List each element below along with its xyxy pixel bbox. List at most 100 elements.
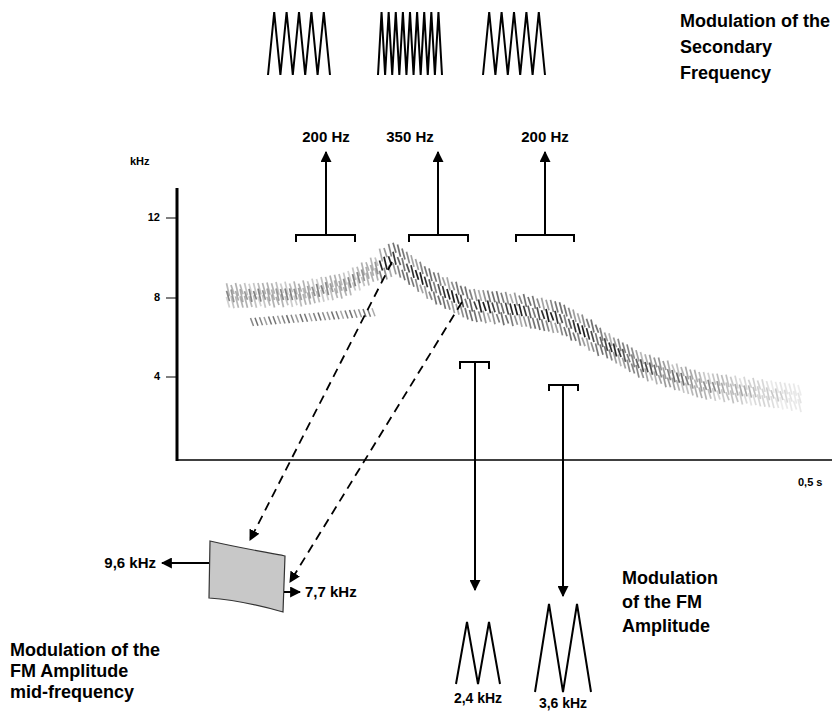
spectrogram-stroke <box>704 387 707 399</box>
spectrogram-stroke <box>434 272 437 281</box>
spectrogram-stroke <box>273 316 276 324</box>
spectrogram-stroke <box>506 303 509 315</box>
leader-arrow <box>162 562 209 564</box>
spectrogram-stroke <box>371 272 374 282</box>
spectrogram-stroke <box>348 282 351 295</box>
spectrogram-stroke <box>735 393 738 402</box>
spectrogram-stroke <box>771 396 774 408</box>
spectrogram-stroke <box>447 300 450 310</box>
spectrogram-stroke <box>605 346 608 358</box>
spectrogram-stroke <box>285 296 288 305</box>
spectrogram-stroke <box>318 313 321 321</box>
spectrogram-stroke <box>708 389 711 399</box>
spectrogram-stroke <box>407 272 410 285</box>
spectrogram-stroke <box>309 313 312 321</box>
spectrogram-stroke <box>479 311 482 321</box>
bracket <box>516 235 574 242</box>
spectrogram-stroke <box>488 301 491 314</box>
spectrogram-stroke <box>389 244 392 257</box>
spectrogram-stroke <box>798 399 801 412</box>
spectrogram-stroke <box>542 319 545 331</box>
spectrogram-stroke <box>650 372 653 380</box>
axes <box>166 188 832 461</box>
mid-frequency-band <box>209 541 285 612</box>
spectrogram-stroke <box>497 314 500 322</box>
spectrogram-stroke <box>510 294 513 303</box>
spectrogram-stroke <box>533 318 536 329</box>
spectrogram-stroke <box>546 321 549 332</box>
spectrogram-stroke <box>281 294 284 307</box>
spectrogram-stroke <box>744 394 747 404</box>
spectrogram-stroke <box>327 312 330 320</box>
spectrogram-stroke <box>456 294 459 304</box>
leader-arrow <box>325 152 327 235</box>
spectrogram-stroke <box>524 316 527 326</box>
spectrogram-stroke <box>681 381 684 393</box>
spectrogram-stroke <box>267 297 270 306</box>
spectrogram-stroke <box>636 365 639 378</box>
spectrogram-stroke <box>429 279 432 291</box>
spectrogram-stroke <box>245 296 248 308</box>
spectrogram-stroke <box>497 302 500 314</box>
spectrogram-stroke <box>308 293 311 305</box>
spectrogram-stroke <box>323 312 326 320</box>
spectrogram-stroke <box>470 289 473 299</box>
spectrogram-stroke <box>569 328 572 341</box>
waveform <box>483 12 545 75</box>
waveform <box>378 12 442 75</box>
spectrogram-stroke <box>645 368 648 381</box>
spectrogram-stroke <box>686 383 689 394</box>
spectrogram-stroke <box>578 313 581 323</box>
spectrogram-stroke <box>789 398 792 411</box>
spectrogram-stroke <box>354 310 357 318</box>
spectrogram-stroke <box>524 294 527 307</box>
spectrogram-stroke <box>722 389 725 402</box>
spectrogram-stroke <box>515 293 518 306</box>
spectrogram-stroke <box>551 321 554 333</box>
spectrogram-stroke <box>555 311 558 324</box>
spectrogram-stroke <box>483 290 486 302</box>
spectrogram-stroke <box>596 343 599 356</box>
axis-end-label: 0,5 s <box>798 476 822 489</box>
spectrogram-stroke <box>677 380 680 391</box>
spectrogram-stroke <box>668 378 671 388</box>
panel-title: Modulation of the FM Amplitude mid-frequ… <box>10 640 165 703</box>
spectrogram-stroke <box>582 338 585 347</box>
spectrogram-stroke <box>699 387 702 398</box>
spectrogram-stroke <box>537 307 540 320</box>
spectrogram-stroke <box>425 277 428 288</box>
spectrogram-stroke <box>416 270 419 280</box>
frequency-label: 9,6 kHz <box>104 554 156 572</box>
spectrogram-stroke <box>474 302 477 310</box>
spectrogram-stroke <box>492 291 495 302</box>
dashed-arrow <box>250 262 392 540</box>
spectrogram-stroke <box>452 282 455 291</box>
spectrogram-stroke <box>659 375 662 384</box>
spectrogram-stroke <box>578 333 581 346</box>
spectrogram-stroke <box>663 374 666 387</box>
spectrogram-stroke <box>398 266 401 278</box>
spectrogram-stroke <box>672 378 675 391</box>
spectrogram-stroke <box>384 248 387 257</box>
spectrogram-stroke <box>767 396 770 407</box>
spectrogram-stroke <box>515 315 518 324</box>
spectrogram-stroke <box>380 261 383 271</box>
spectrogram-stroke <box>510 313 513 326</box>
spectrogram-stroke <box>341 311 344 319</box>
spectrogram-stroke <box>546 309 549 322</box>
spectrogram-stroke <box>465 286 468 299</box>
spectrogram-stroke <box>438 284 441 295</box>
spectrogram-stroke <box>506 315 509 323</box>
spectrogram-stroke <box>258 297 261 307</box>
spectrogram-stroke <box>411 277 414 287</box>
spectrogram-stroke <box>461 306 464 318</box>
spectrogram-stroke <box>299 294 302 306</box>
spectrogram-stroke <box>447 277 450 290</box>
spectrogram-stroke <box>362 277 365 286</box>
panel-title: Modulation of the Secondary Frequency <box>680 8 832 86</box>
spectrogram-stroke <box>240 296 243 307</box>
spectrogram-stroke <box>690 384 693 395</box>
spectrogram-stroke <box>278 316 281 324</box>
waveform <box>456 622 500 684</box>
spectrogram-stroke <box>632 364 635 374</box>
